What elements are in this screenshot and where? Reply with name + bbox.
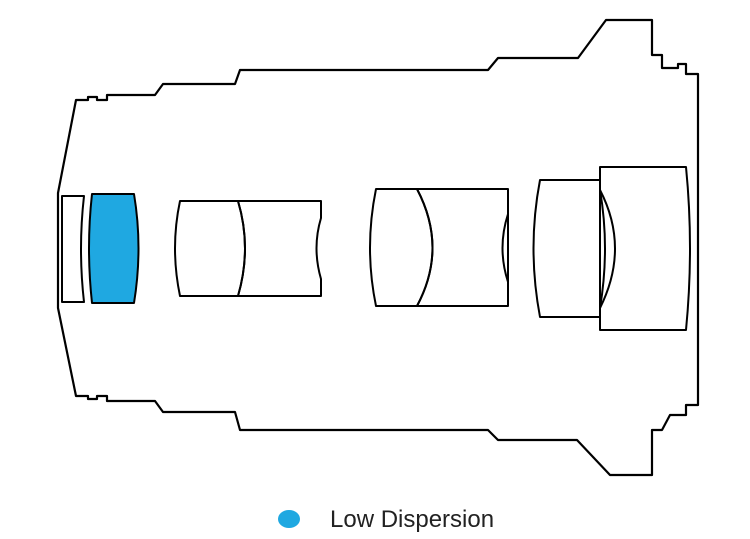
legend-swatch-low-dispersion — [278, 510, 300, 528]
lens-element-4-inner-curve-b — [599, 189, 606, 309]
legend-label-low-dispersion: Low Dispersion — [330, 506, 494, 533]
lens-element-2b — [237, 200, 322, 297]
lens-element-4-inner-curve-a — [599, 189, 616, 309]
lens-element-4b — [599, 166, 691, 331]
lens-group-3 — [369, 188, 509, 307]
lens-element-3b — [416, 188, 509, 307]
lens-element-1 — [61, 195, 85, 303]
lens-element-3a — [369, 188, 434, 307]
lens-element-3c-edge — [501, 213, 509, 283]
lens-group-4 — [532, 166, 691, 331]
legend: Low Dispersion — [278, 506, 494, 533]
lens-group-1 — [61, 193, 140, 304]
lens-group-2 — [174, 200, 322, 297]
lens-element-4a — [532, 179, 601, 318]
low-dispersion-element — [88, 193, 140, 304]
lens-element-2a — [174, 200, 246, 297]
lens-barrel-outline — [56, 18, 700, 477]
